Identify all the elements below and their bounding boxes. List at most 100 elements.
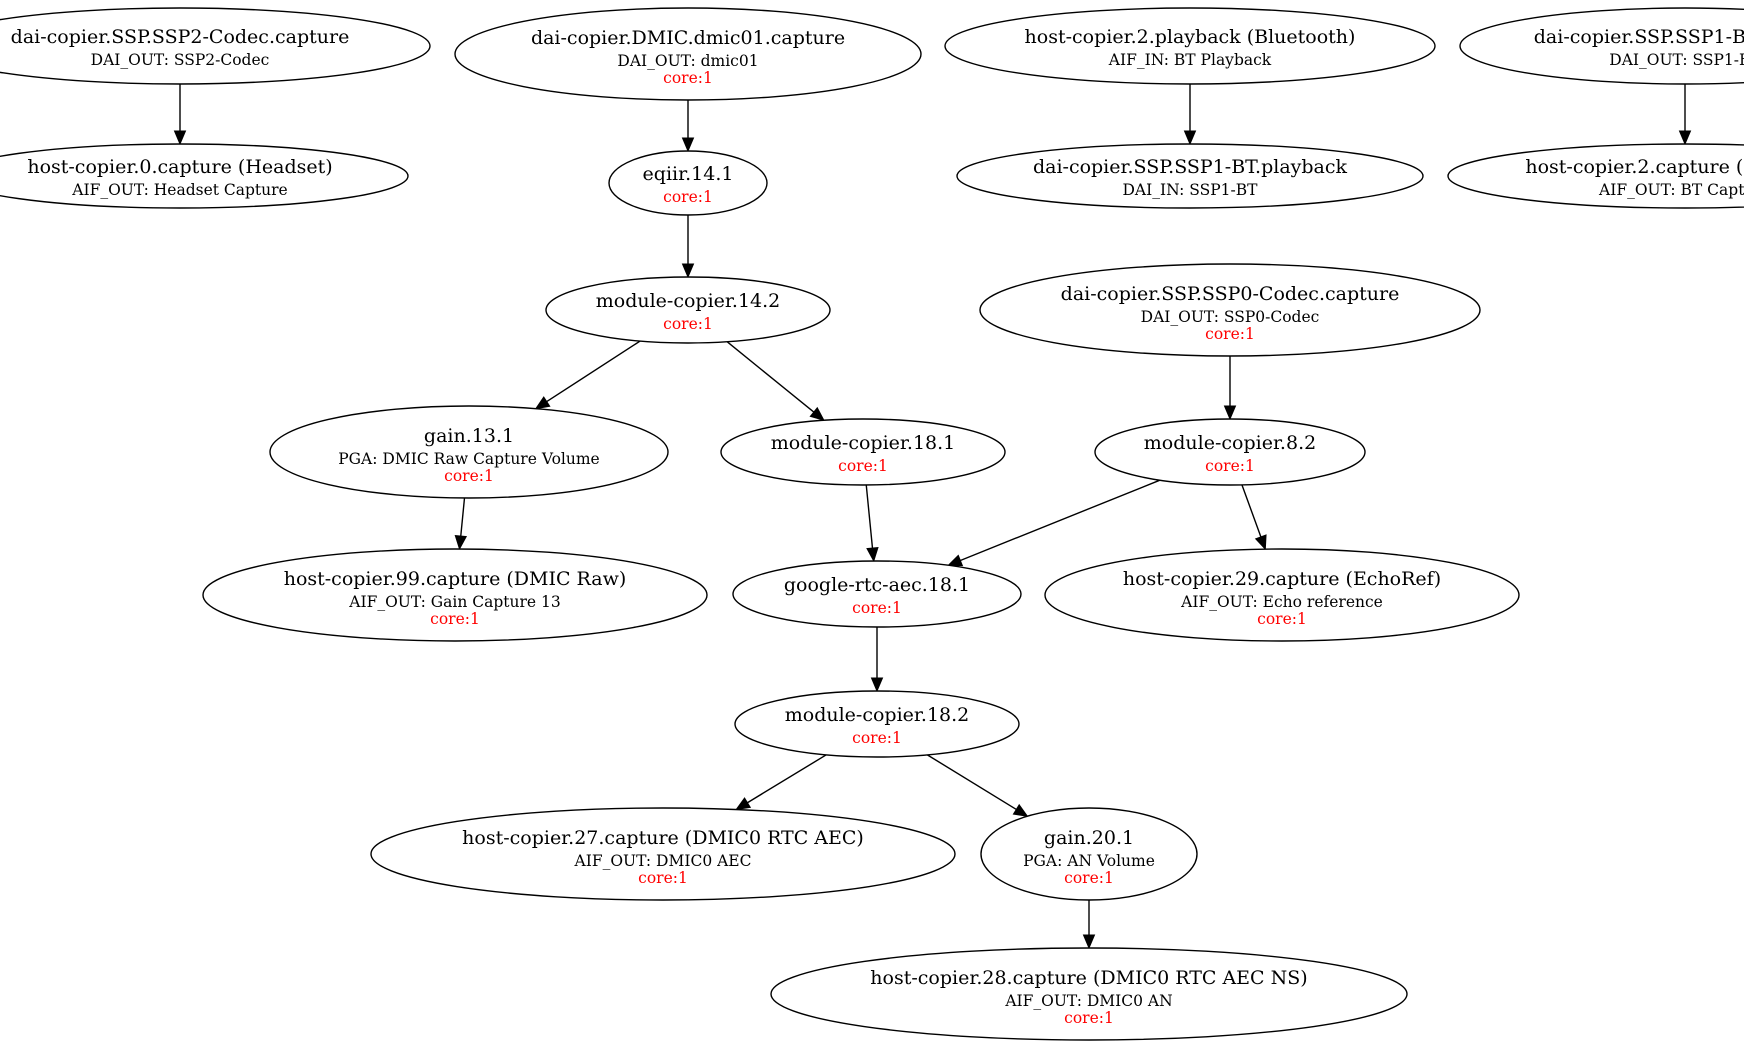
arrowhead xyxy=(1223,405,1237,421)
node-eqiir_14_1: eqiir.14.1 core:1 xyxy=(608,150,768,216)
node-ellipse xyxy=(1094,418,1366,486)
node-subtitle: DAI_OUT: SSP0-Codec xyxy=(1141,308,1320,326)
node-title: host-copier.28.capture (DMIC0 RTC AEC NS… xyxy=(870,967,1307,989)
node-title: module-copier.8.2 xyxy=(1144,432,1316,454)
node-subtitle: DAI_OUT: dmic01 xyxy=(617,52,758,70)
node-core: core:1 xyxy=(1257,610,1307,628)
node-subtitle: AIF_OUT: DMIC0 AEC xyxy=(574,852,752,870)
arrowhead xyxy=(681,263,695,279)
node-ellipse xyxy=(370,807,956,901)
edge-ssp2_codec_capture-to-host0_capture xyxy=(173,84,187,146)
arrowhead xyxy=(866,546,879,563)
edge-ssp0_codec_capture-to-module_copier_8_2 xyxy=(1223,356,1237,421)
edge-eqiir_14_1-to-module_copier_14_2 xyxy=(681,215,695,279)
node-host0_capture: host-copier.0.capture (Headset)AIF_OUT: … xyxy=(0,143,409,209)
node-title: dai-copier.SSP.SSP1-BT.playback xyxy=(1033,156,1348,178)
node-ellipse xyxy=(1459,7,1744,85)
node-host2_playback: host-copier.2.playback (Bluetooth) AIF_IN… xyxy=(944,7,1436,85)
node-ellipse xyxy=(608,150,768,216)
arrowhead xyxy=(870,677,884,693)
node-core: core:1 xyxy=(638,869,688,887)
node-ellipse xyxy=(980,807,1198,901)
node-core: core:1 xyxy=(1205,457,1255,475)
node-ellipse xyxy=(454,7,922,101)
node-title: host-copier.2.playback (Bluetooth) xyxy=(1025,26,1356,48)
nodes-layer: dai-copier.SSP.SSP2-Codec.captureDAI_OUT… xyxy=(0,7,1744,1041)
edge-gain_20_1-to-host28_capture xyxy=(1082,900,1096,950)
node-ellipse xyxy=(1044,548,1520,642)
edge-line xyxy=(747,754,827,804)
node-ellipse xyxy=(0,143,409,209)
node-title: dai-copier.DMIC.dmic01.capture xyxy=(531,27,845,49)
node-title: google-rtc-aec.18.1 xyxy=(784,574,970,596)
arrowhead xyxy=(1082,934,1096,950)
node-host28_capture: host-copier.28.capture (DMIC0 RTC AEC NS… xyxy=(770,947,1408,1041)
edge-line xyxy=(546,340,641,403)
node-core: core:1 xyxy=(852,599,902,617)
node-title: host-copier.27.capture (DMIC0 RTC AEC) xyxy=(462,827,864,849)
node-ellipse xyxy=(0,7,431,85)
edge-line xyxy=(460,497,466,537)
edge-host2_playback-to-ssp1_bt_playback xyxy=(1183,84,1197,146)
node-subtitle: DAI_OUT: SSP1-BT xyxy=(1609,51,1744,69)
edge-line xyxy=(726,341,815,413)
node-title: host-copier.29.capture (EchoRef) xyxy=(1123,568,1441,590)
node-title: gain.20.1 xyxy=(1044,827,1134,849)
node-title: dai-copier.SSP.SSP1-BT.capture xyxy=(1534,26,1744,48)
edge-module_copier_8_2-to-google_rtc_aec_18_1 xyxy=(947,479,1161,567)
node-subtitle: DAI_IN: SSP1-BT xyxy=(1123,181,1259,199)
node-core: core:1 xyxy=(663,188,713,206)
arrowhead xyxy=(173,130,187,146)
node-title: host-copier.99.capture (DMIC Raw) xyxy=(284,568,627,590)
edge-module_copier_18_1-to-google_rtc_aec_18_1 xyxy=(865,484,879,563)
node-subtitle: AIF_OUT: Echo reference xyxy=(1180,593,1383,611)
node-subtitle: AIF_OUT: DMIC0 AN xyxy=(1004,992,1172,1010)
node-core: core:1 xyxy=(852,729,902,747)
node-core: core:1 xyxy=(663,69,713,87)
edge-line xyxy=(865,484,874,549)
node-ellipse xyxy=(956,143,1424,209)
edge-module_copier_14_2-to-gain_13_1 xyxy=(534,340,641,410)
node-module_copier_8_2: module-copier.8.2 core:1 xyxy=(1094,418,1366,486)
node-ellipse xyxy=(734,690,1020,758)
node-ellipse xyxy=(202,548,708,642)
node-ellipse xyxy=(944,7,1436,85)
node-subtitle: AIF_OUT: BT Capture xyxy=(1598,181,1744,199)
arrowhead xyxy=(1678,130,1692,146)
node-title: host-copier.2.capture (Bluetooth) xyxy=(1525,156,1744,178)
node-subtitle: PGA: AN Volume xyxy=(1023,852,1155,870)
node-core: core:1 xyxy=(1064,1009,1114,1027)
node-title: module-copier.18.2 xyxy=(785,704,970,726)
arrowhead xyxy=(1012,803,1029,817)
edge-line xyxy=(960,479,1161,562)
node-title: gain.13.1 xyxy=(424,425,514,447)
arrowhead xyxy=(454,534,468,551)
arrowhead xyxy=(681,137,695,153)
node-subtitle: PGA: DMIC Raw Capture Volume xyxy=(338,450,599,468)
node-subtitle: AIF_IN: BT Playback xyxy=(1108,51,1272,69)
edge-module_copier_8_2-to-host29_capture xyxy=(1241,484,1267,551)
arrowhead xyxy=(947,554,964,567)
edge-module_copier_18_2-to-host27_capture xyxy=(735,754,827,811)
node-core: core:1 xyxy=(1205,325,1255,343)
node-host27_capture: host-copier.27.capture (DMIC0 RTC AEC) AI… xyxy=(370,807,956,901)
edge-google_rtc_aec_18_1-to-module_copier_18_2 xyxy=(870,627,884,693)
node-host99_capture: host-copier.99.capture (DMIC Raw)AIF_OUT… xyxy=(202,548,708,642)
node-core: core:1 xyxy=(663,315,713,333)
arrowhead xyxy=(534,396,551,410)
node-title: host-copier.0.capture (Headset) xyxy=(27,156,332,178)
edge-line xyxy=(1241,484,1262,538)
node-core: core:1 xyxy=(1064,869,1114,887)
node-ellipse xyxy=(979,263,1481,357)
node-title: dai-copier.SSP.SSP2-Codec.capture xyxy=(11,26,350,48)
node-title: eqiir.14.1 xyxy=(643,163,734,185)
node-ellipse xyxy=(1447,143,1744,209)
arrowhead xyxy=(1254,534,1267,551)
